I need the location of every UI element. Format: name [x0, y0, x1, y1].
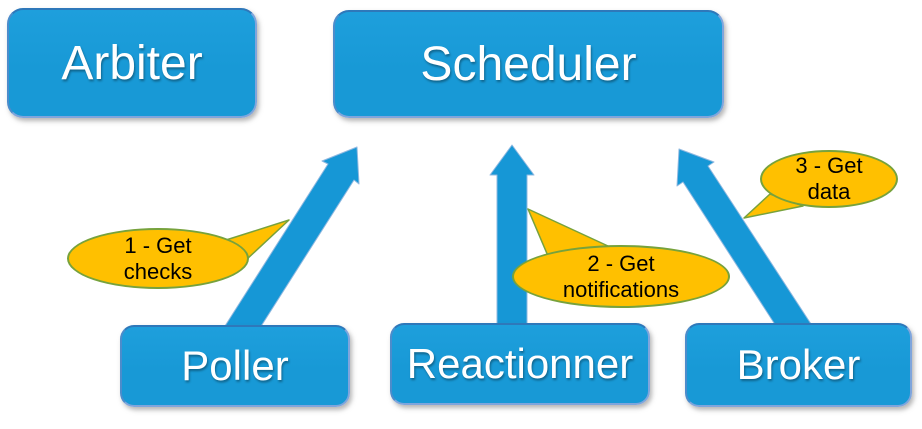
node-scheduler: Scheduler: [333, 10, 724, 118]
callout-get-checks: 1 - Get checks: [67, 228, 249, 289]
callout-get-checks-line1: 1 - Get: [124, 232, 192, 258]
node-reactionner: Reactionner: [390, 323, 650, 405]
arrow-broker-to-scheduler-icon: [676, 148, 812, 341]
node-reactionner-label: Reactionner: [406, 340, 634, 387]
callout-get-notifications-line1: 2 - Get: [587, 250, 655, 276]
callout-get-notifications: 2 - Get notifications: [512, 245, 730, 308]
callout-get-notifications-line2: notifications: [562, 276, 680, 302]
arrow-poller-to-scheduler-icon: [224, 146, 360, 343]
node-broker: Broker: [685, 323, 912, 407]
callout-get-data: 3 - Get data: [760, 150, 898, 208]
arrow-reactionner-to-scheduler-icon: [489, 144, 535, 333]
node-broker-label: Broker: [736, 341, 861, 388]
node-scheduler-label: Scheduler: [420, 37, 637, 91]
callout-get-checks-line2: checks: [123, 258, 193, 284]
callout-get-data-line1: 3 - Get: [795, 153, 863, 178]
node-arbiter-label: Arbiter: [61, 36, 203, 90]
node-arbiter: Arbiter: [7, 8, 257, 118]
node-poller-label: Poller: [181, 342, 289, 389]
node-poller: Poller: [120, 325, 350, 407]
callout-get-data-line2: data: [807, 179, 851, 204]
